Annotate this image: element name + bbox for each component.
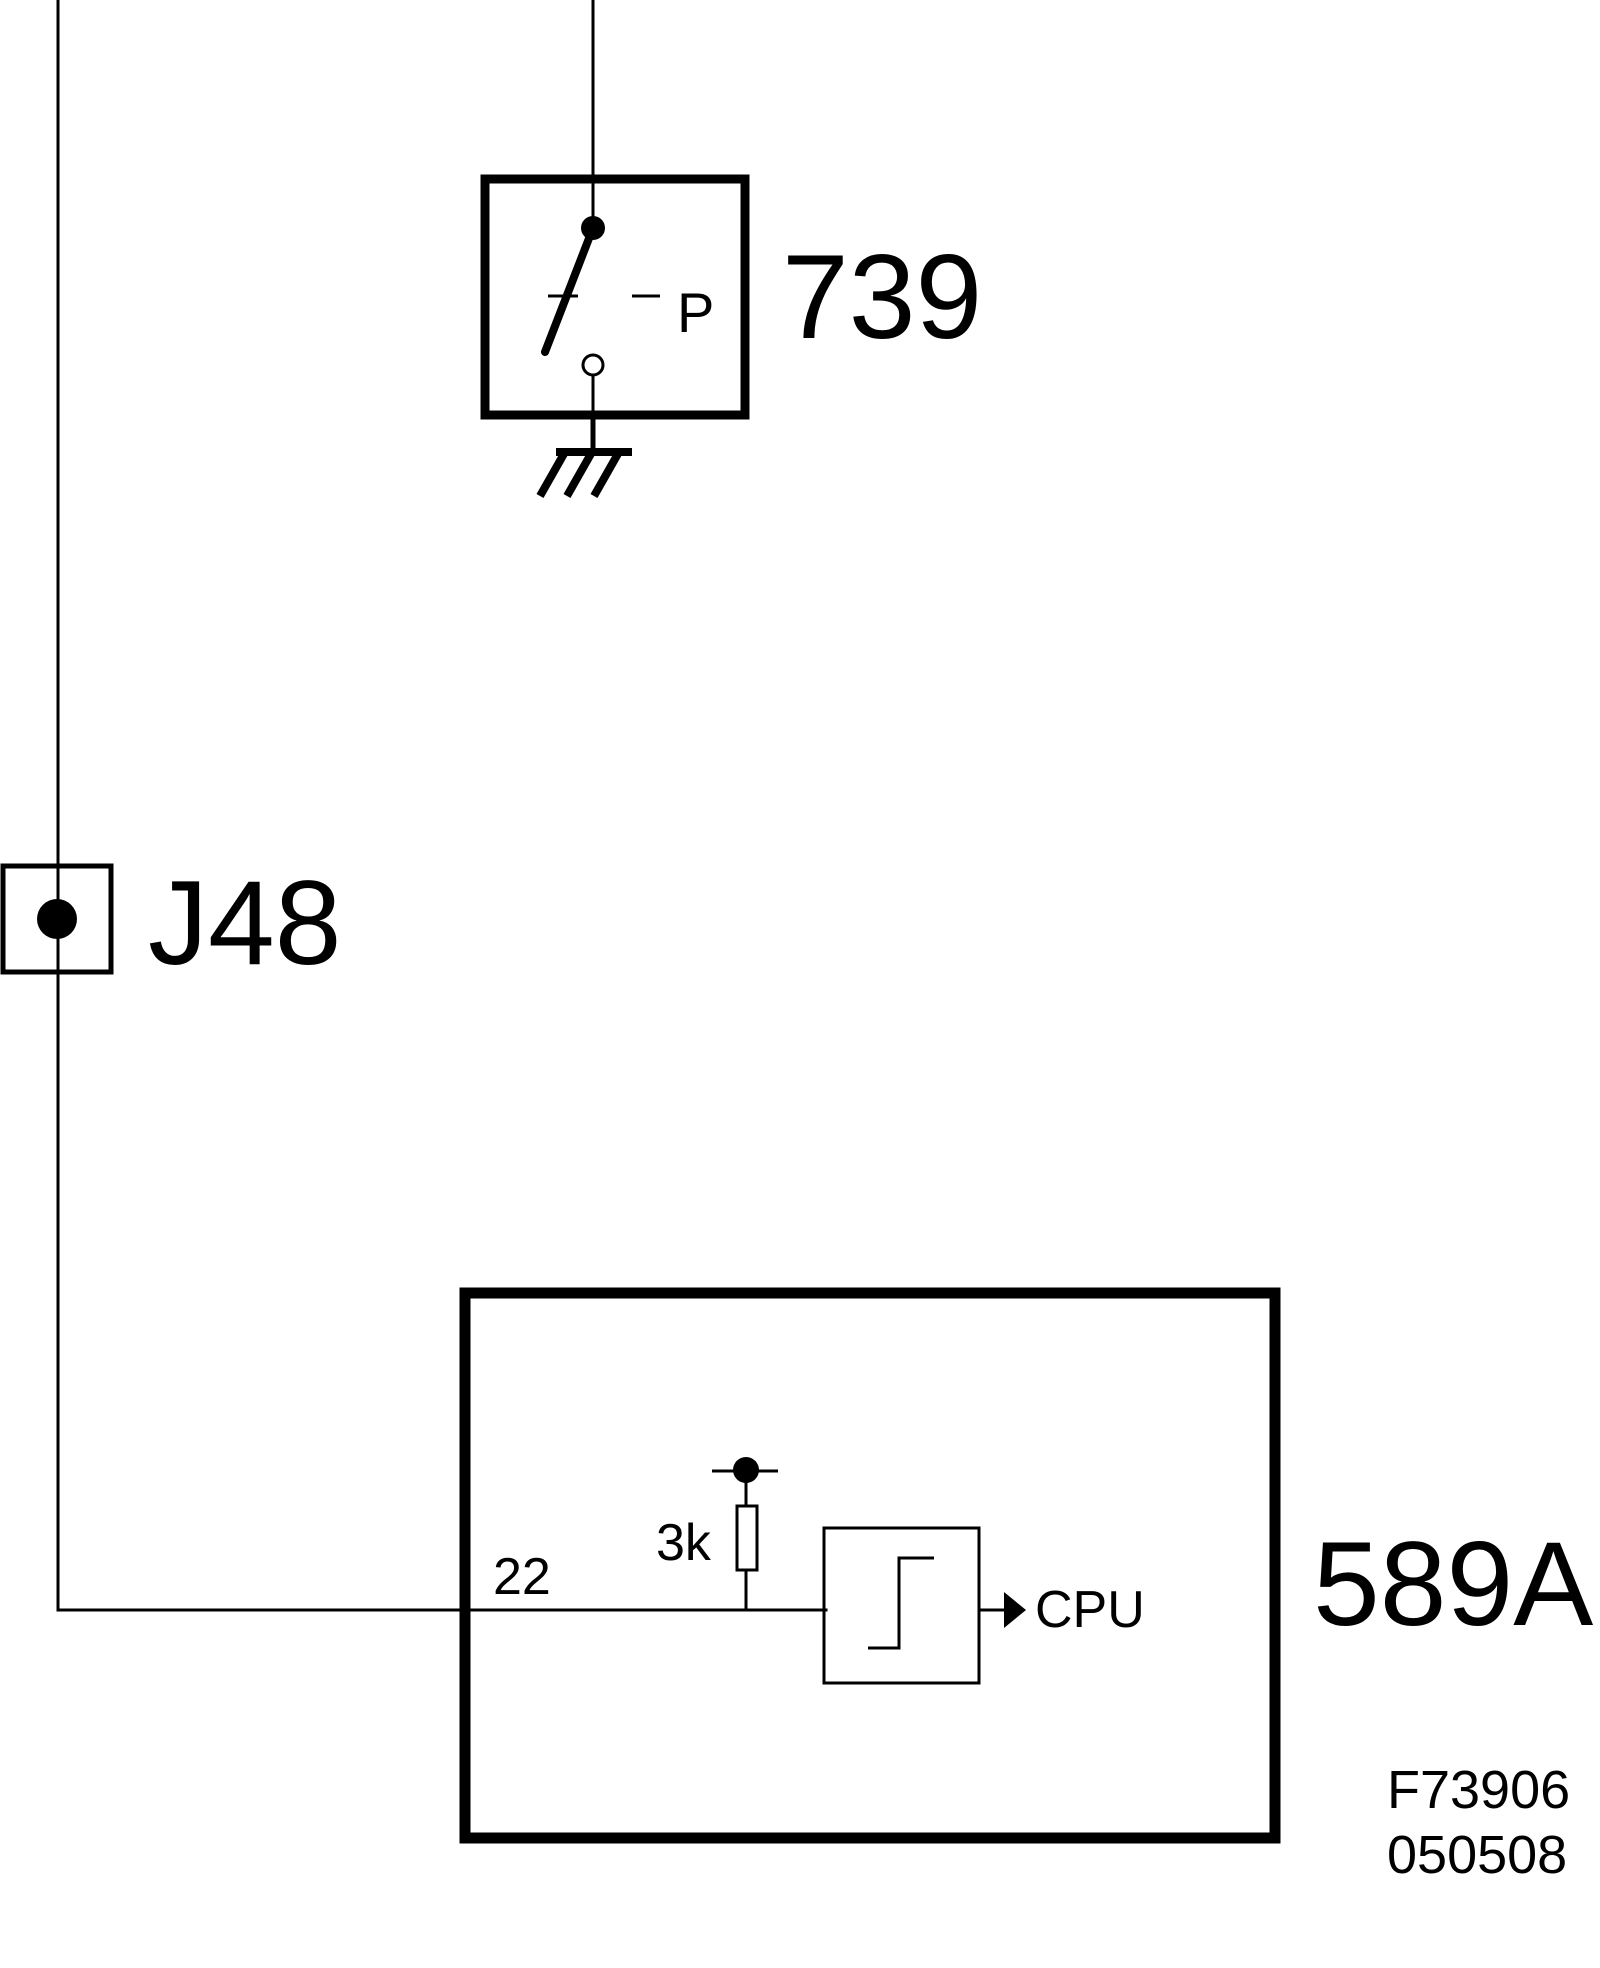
resistor-icon [735,1504,759,1572]
connector-box [0,863,114,975]
figure-reference: F73906 050508 [1387,1760,1570,1885]
wires [56,0,828,1612]
connector-splice-dot [37,899,77,939]
switch-housing [480,174,750,420]
connector-j48: J48 [0,856,341,990]
switch-type-label: P [677,281,714,344]
pressure-switch-739: P 739 [480,174,982,448]
module-housing [459,1287,1281,1844]
pin-number-label: 22 [493,1548,551,1606]
cpu-output-label: CPU [1035,1581,1145,1639]
resistor-value-label: 3k [656,1514,712,1572]
switch-blade [541,224,597,356]
arrow-right-icon [1004,1592,1026,1628]
connector-id-label: J48 [148,856,341,990]
schmitt-trigger-icon [868,1556,934,1650]
schmitt-trigger-box [822,1526,981,1685]
switch-lower-contact [581,353,605,377]
figure-code: F73906 [1387,1760,1570,1820]
date-code: 050508 [1387,1825,1567,1885]
module-id-label: 589A [1313,1517,1593,1651]
switch-id-label: 739 [782,230,982,364]
ground-icon [536,413,632,498]
control-module-589a: 22 3k CPU 589A [459,1287,1593,1844]
